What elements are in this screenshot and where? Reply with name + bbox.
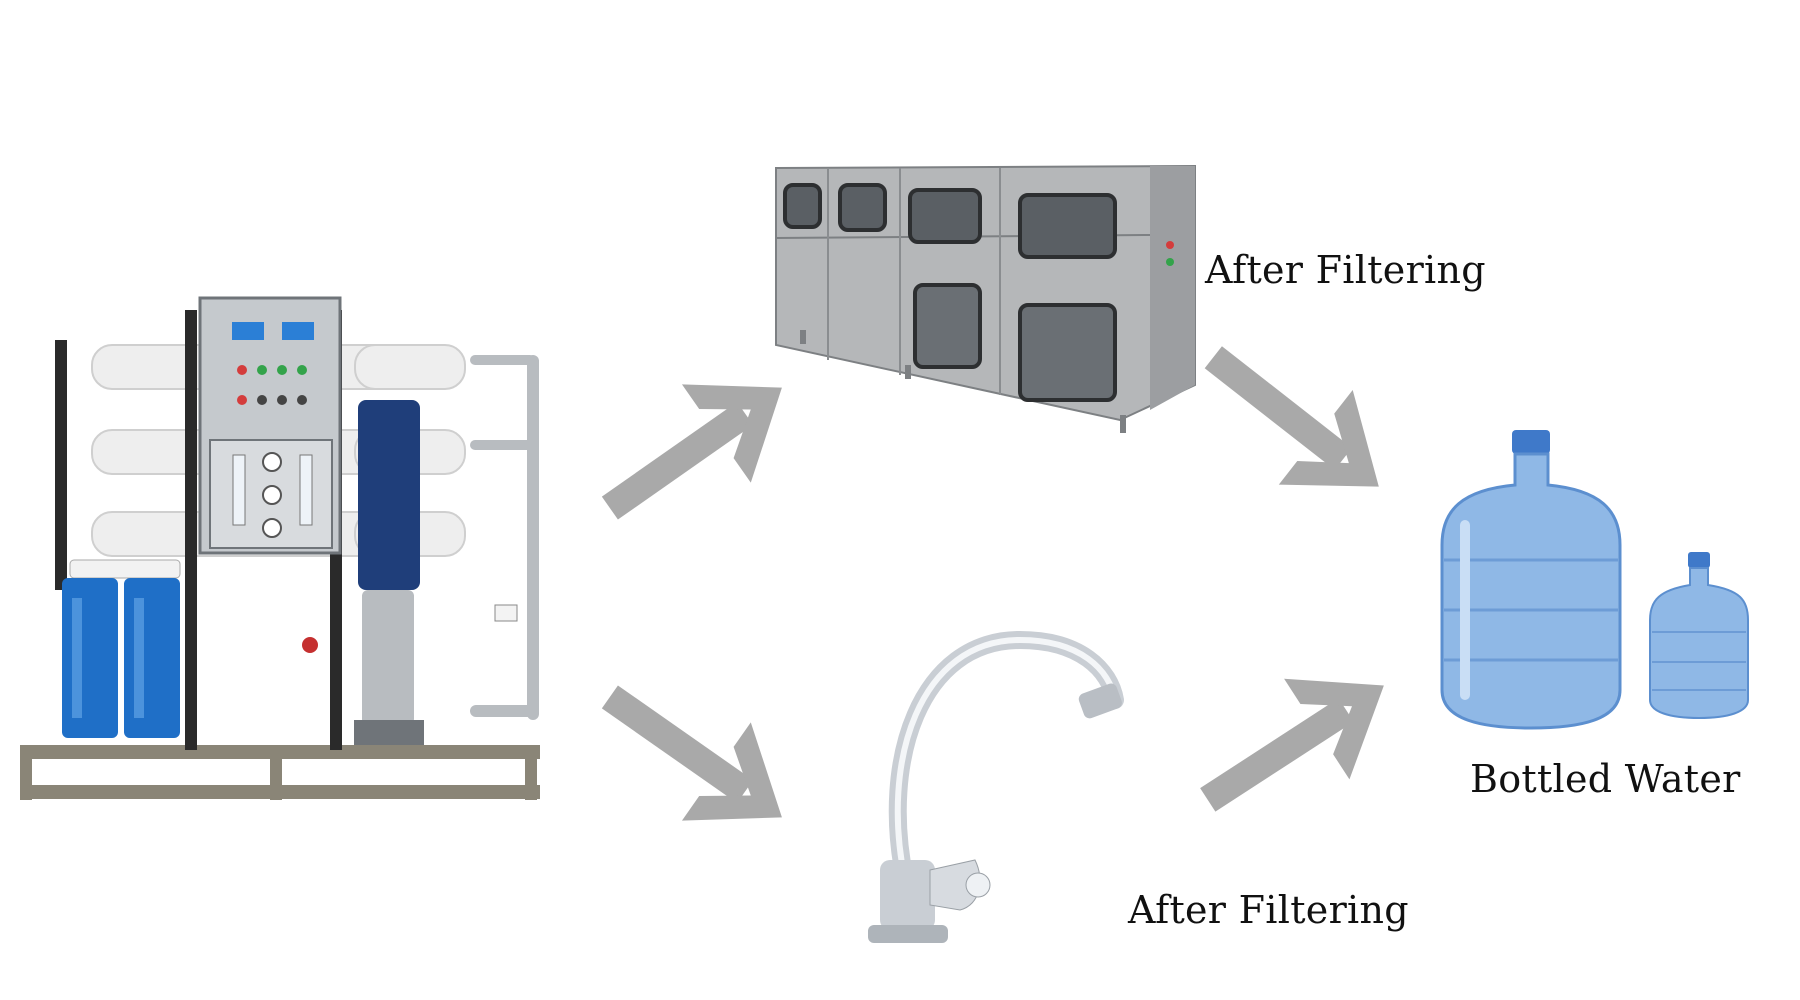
bottled-water-label: Bottled Water [1470,757,1741,801]
after-filtering-label-top: After Filtering [1205,248,1486,292]
after-filtering-label-bottom: After Filtering [1128,888,1409,932]
small-bottle [1650,552,1748,718]
large-bottle [1442,430,1620,728]
